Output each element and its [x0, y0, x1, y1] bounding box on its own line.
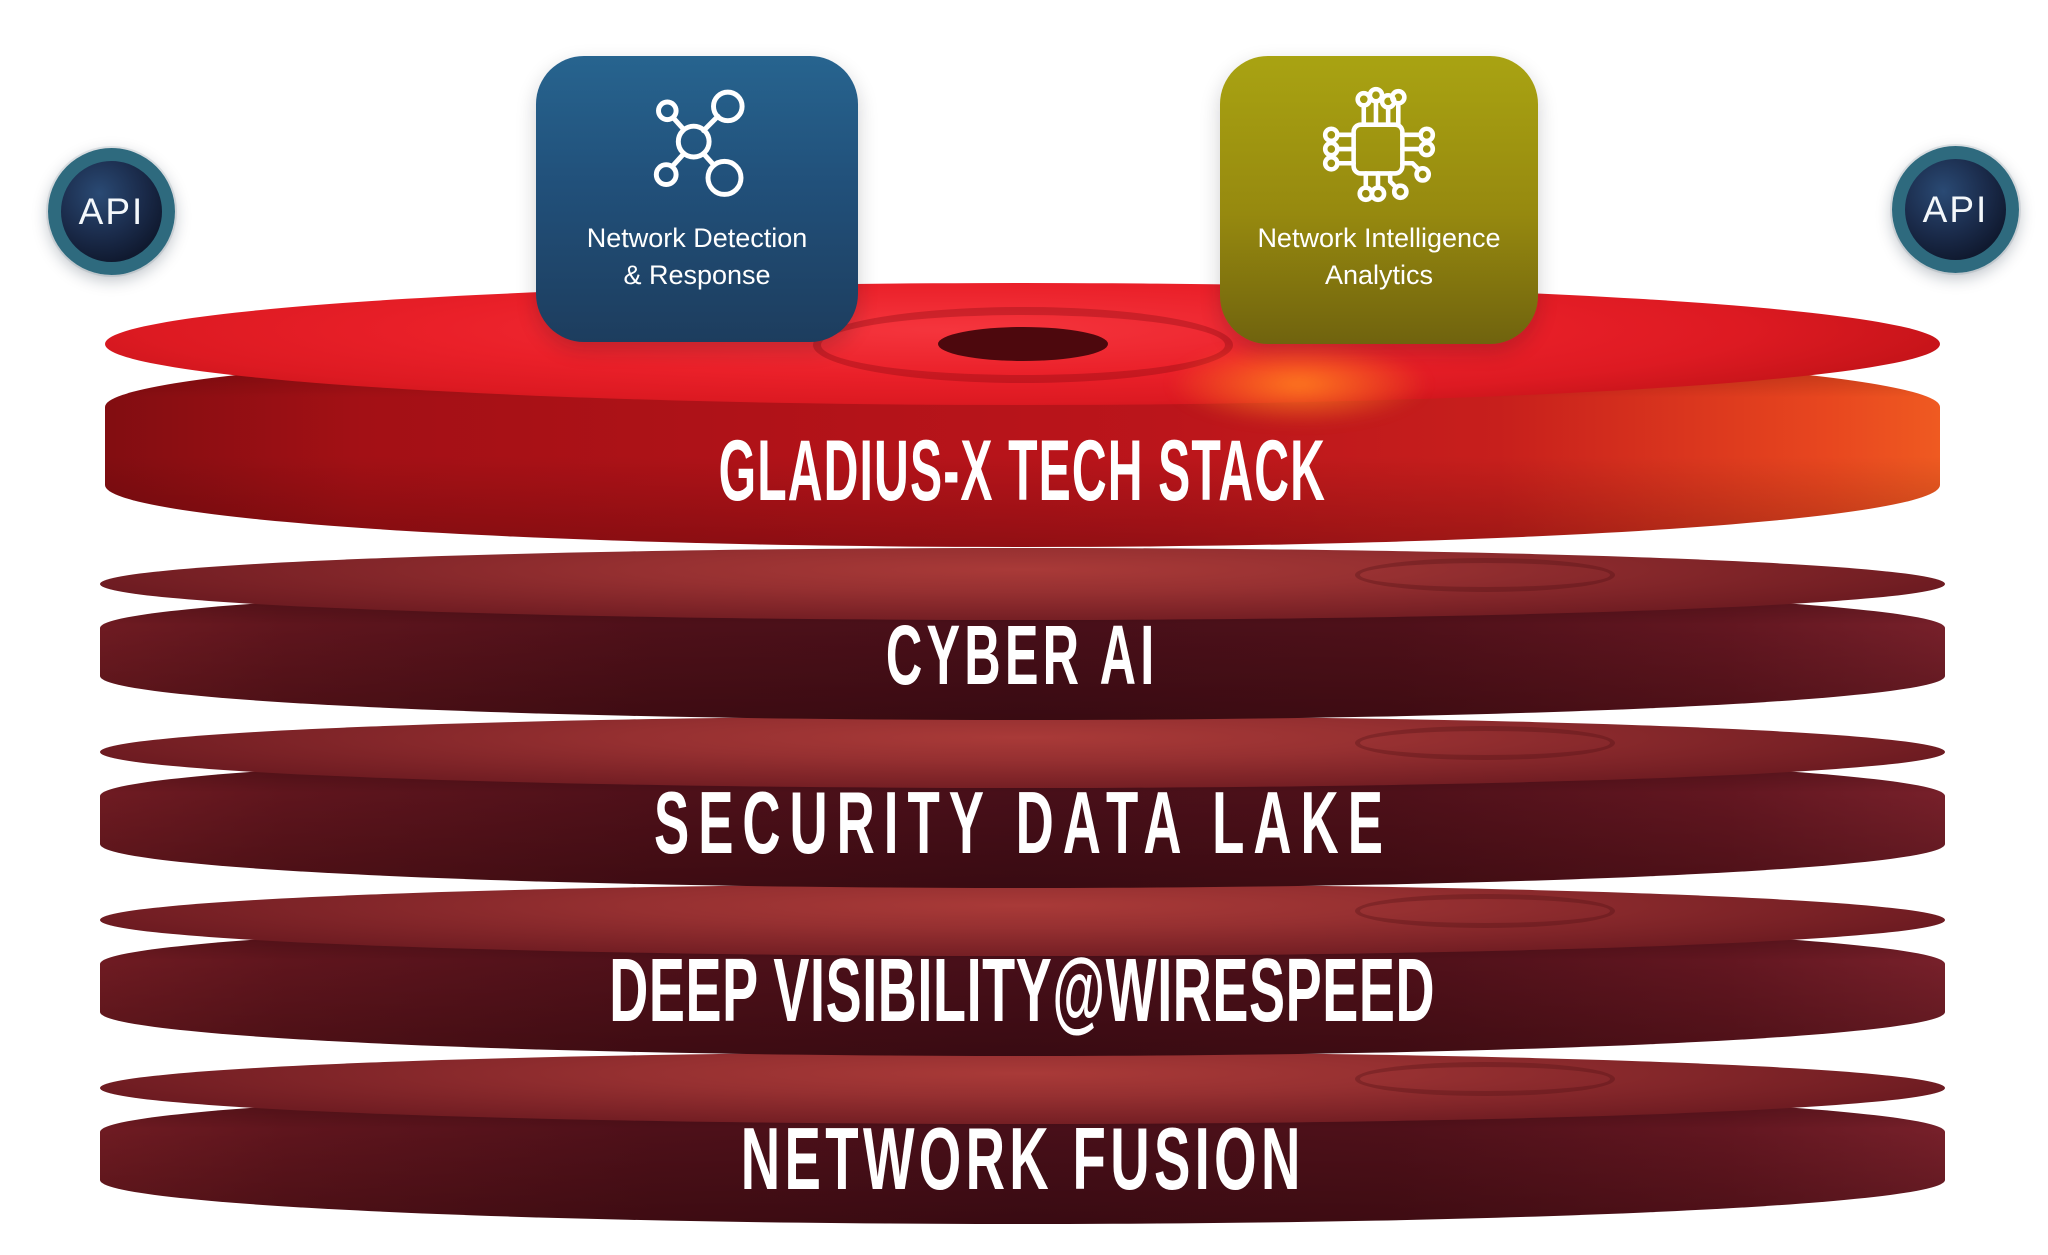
disc-network-fusion: NETWORK FUSION: [100, 1052, 1945, 1224]
disc-front-band: GLADIUS-X TECH STACK: [105, 345, 1940, 547]
disc-center-hole: [937, 327, 1108, 361]
badge-label-line1: Network Intelligence: [1257, 223, 1501, 253]
api-badge-left: API: [48, 148, 175, 275]
network-nodes-icon: [631, 80, 763, 212]
disc-label: CYBER AI: [886, 607, 1159, 702]
badge-label-line1: Network Detection: [586, 223, 808, 253]
engraved-ring: [1354, 726, 1615, 760]
badge-network-detection-response: Network Detection & Response: [536, 56, 858, 342]
disc-top-surface: [100, 1052, 1945, 1124]
engraved-ring: [812, 307, 1233, 383]
badge-label-line2: Analytics: [1324, 260, 1434, 290]
disc-gladius-x-tech-stack: GLADIUS-X TECH STACK: [105, 283, 1940, 548]
badge-network-intelligence-analytics: Network Intelligence Analytics: [1220, 56, 1538, 344]
disc-label: NETWORK FUSION: [740, 1109, 1305, 1208]
disc-top-surface: [100, 884, 1945, 956]
engraved-ring: [1354, 894, 1615, 928]
disc-label: GLADIUS-X TECH STACK: [718, 422, 1327, 519]
badge-label-line2: & Response: [623, 260, 771, 290]
disc-security-data-lake: SECURITY DATA LAKE: [100, 716, 1945, 888]
badge-label: Network Detection & Response: [587, 220, 808, 294]
disc-label: DEEP VISIBILITY@WIRESPEED: [609, 940, 1436, 1041]
disc-label: SECURITY DATA LAKE: [653, 773, 1392, 872]
disc-top-surface: [100, 548, 1945, 620]
api-badge-right: API: [1892, 146, 2019, 273]
badge-label: Network Intelligence Analytics: [1257, 220, 1500, 294]
disc-top-surface: [105, 283, 1940, 426]
api-label: API: [78, 190, 145, 232]
disc-cyber-ai: CYBER AI: [100, 548, 1945, 720]
disc-front-band: CYBER AI: [100, 584, 1945, 720]
engraved-ring: [1354, 1062, 1615, 1096]
orange-reflection: [1169, 341, 1430, 426]
disc-top-surface: [100, 716, 1945, 788]
engraved-ring: [1354, 558, 1615, 592]
disc-deep-visibility-wirespeed: DEEP VISIBILITY@WIRESPEED: [100, 884, 1945, 1056]
api-label: API: [1922, 188, 1989, 230]
chip-circuit-icon: [1313, 80, 1445, 212]
